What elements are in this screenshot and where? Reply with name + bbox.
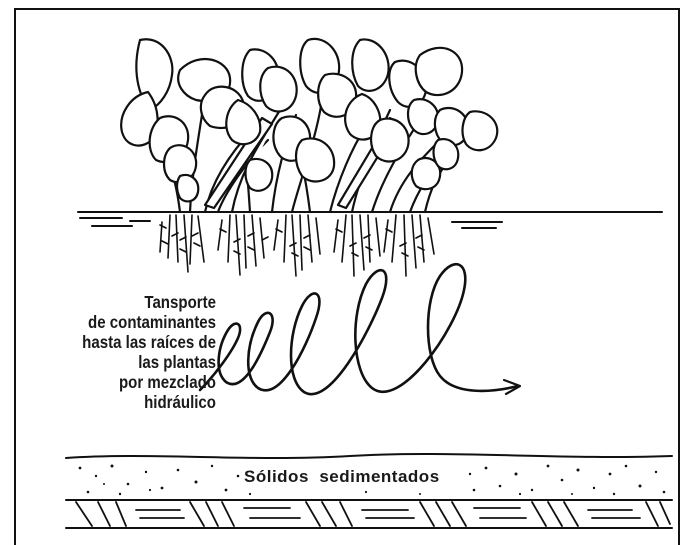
bedrock-hatching [76,502,670,526]
plant-roots [160,215,434,276]
transport-label: Tansporte de contaminantes hasta las raí… [56,292,216,412]
transport-label-line: hasta las raíces de [56,332,216,352]
transport-label-line: hidráulico [56,392,216,412]
floating-plants [121,39,497,212]
sediment-layer [66,454,672,528]
mixing-spiral-arrow [200,264,520,394]
water-surface [78,212,662,228]
transport-label-line: las plantas [56,352,216,372]
transport-label-line: Tansporte [56,292,216,312]
transport-label-line: por mezclado [56,372,216,392]
sediment-label: Sólidos sedimentados [244,467,440,487]
transport-label-line: de contaminantes [56,312,216,332]
